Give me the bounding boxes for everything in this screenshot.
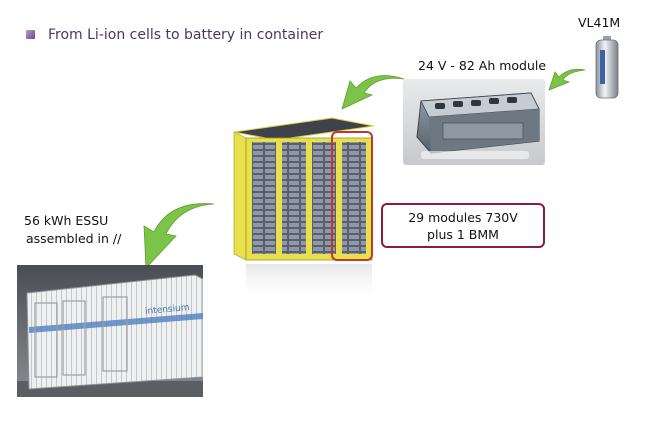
battery-note: 29 modules 730V plus 1 BMM (381, 203, 545, 248)
battery-rack-image (233, 117, 375, 302)
module-label: 24 V - 82 Ah module (418, 58, 547, 73)
container-image: intensium (17, 265, 204, 397)
module-image (403, 79, 545, 165)
container-label-line2: assembled in // (26, 231, 122, 246)
battery-note-line2: plus 1 BMM (427, 227, 499, 242)
bullet-icon (26, 30, 35, 39)
cell-image (595, 36, 619, 99)
arrow-rack-to-container-icon (143, 203, 215, 269)
battery-note-line1: 29 modules 730V (408, 210, 518, 225)
container-label-line1: 56 kWh ESSU (24, 213, 109, 228)
cell-label: VL41M (578, 15, 621, 30)
arrow-cell-to-module-icon (548, 68, 586, 91)
slide-title: From Li-ion cells to battery in containe… (48, 27, 324, 43)
arrow-module-to-rack-icon (341, 75, 405, 110)
